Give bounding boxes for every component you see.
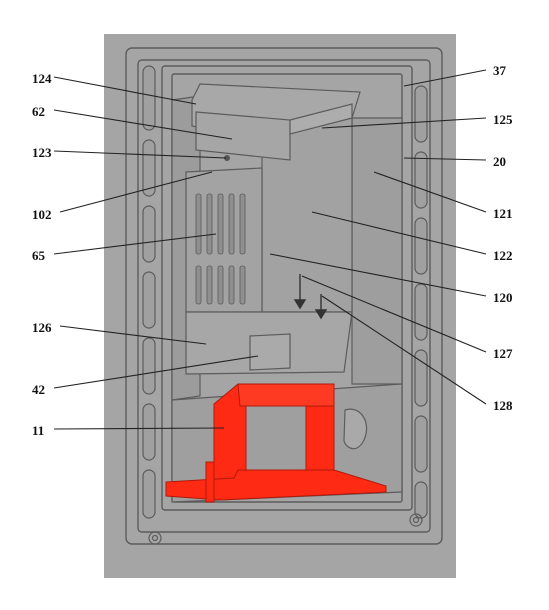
outer-frame [125,47,443,545]
label-62: 62 [32,104,45,119]
firebox-interior [171,83,403,503]
highlighted-part-11 [165,383,387,503]
label-125: 125 [493,112,513,127]
label-128: 128 [493,398,513,413]
label-42: 42 [32,382,45,397]
label-37: 37 [493,63,506,78]
label-127: 127 [493,346,513,361]
label-102: 102 [32,207,52,222]
label-20: 20 [493,154,506,169]
marker-123 [224,155,230,161]
arrow-markers [293,274,328,320]
label-126: 126 [32,320,52,335]
left-slots [142,65,156,519]
label-124: 124 [32,71,52,86]
vent-slots [195,193,246,305]
label-11: 11 [32,423,45,438]
label-120: 120 [493,290,513,305]
label-121: 121 [493,206,513,221]
label-122: 122 [493,248,513,263]
right-slots [414,85,428,519]
mounting-screws [148,513,423,545]
label-65: 65 [32,248,45,263]
leader-lines [53,69,487,430]
label-123: 123 [32,145,52,160]
